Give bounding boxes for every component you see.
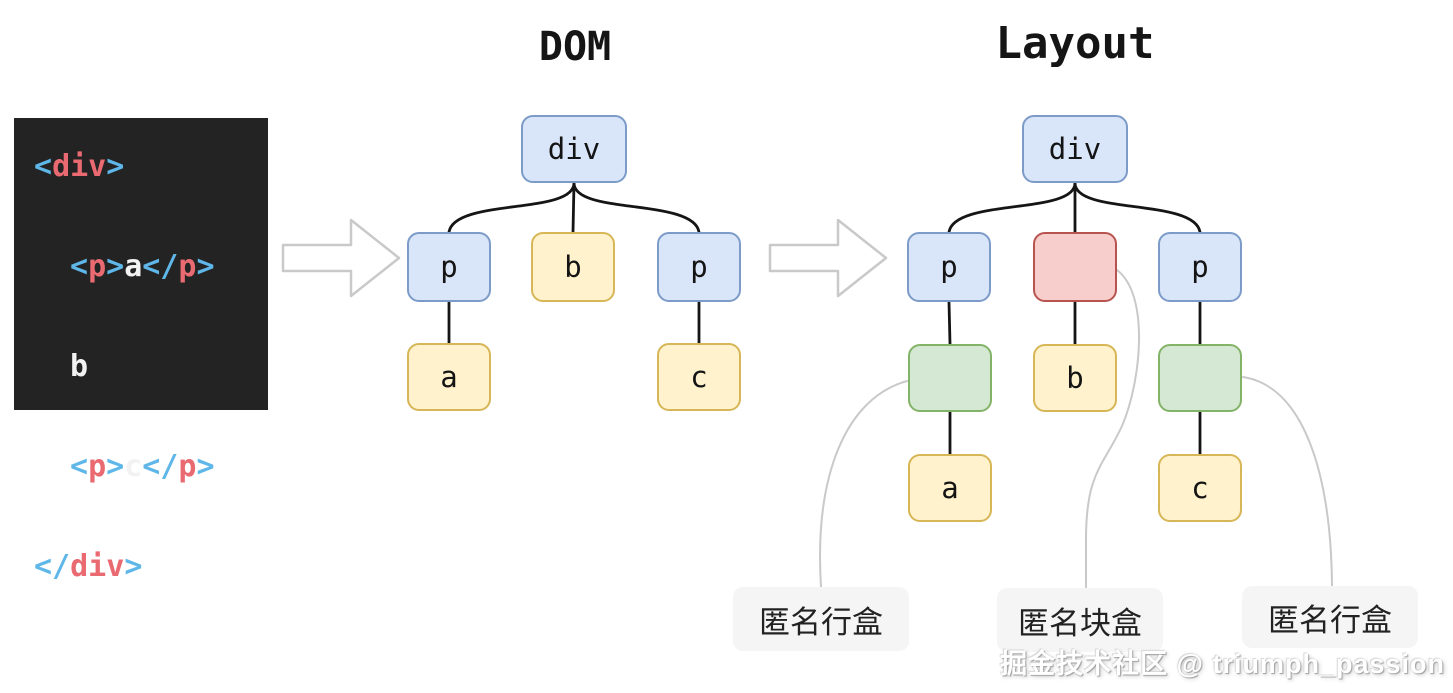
label-text: 匿名行盒 bbox=[1268, 602, 1392, 638]
label-anonymous-inline-box-right: 匿名行盒 bbox=[1242, 586, 1418, 648]
node-label: div bbox=[547, 132, 601, 166]
dom-edge-div-p2 bbox=[572, 181, 701, 234]
node-label: a bbox=[941, 471, 959, 505]
layout-node-p1: p bbox=[907, 232, 991, 302]
node-label: b bbox=[1066, 361, 1084, 395]
layout-edge-div-p1 bbox=[947, 181, 1077, 234]
code-token: p bbox=[178, 249, 197, 284]
label-anonymous-inline-box-left: 匿名行盒 bbox=[733, 587, 909, 651]
code-token: div bbox=[70, 549, 125, 584]
dom-tree-title: DOM bbox=[538, 24, 612, 70]
layout-node-b: b bbox=[1033, 344, 1117, 412]
layout-edge-p1-green1 bbox=[947, 300, 952, 346]
html-code-block: <div> <p>a</p> b <p>c</p> </div> bbox=[14, 118, 268, 584]
layout-node-div: div bbox=[1022, 115, 1128, 183]
layout-node-anonymous-block-box bbox=[1033, 232, 1117, 302]
dom-edge-div-p1 bbox=[447, 181, 576, 234]
layout-node-c: c bbox=[1158, 454, 1242, 522]
code-token: > bbox=[196, 249, 215, 284]
node-label: p bbox=[440, 250, 458, 284]
node-label: p bbox=[690, 250, 708, 284]
code-token: < bbox=[34, 149, 53, 184]
code-token: p bbox=[178, 449, 197, 484]
code-token: </ bbox=[142, 449, 179, 484]
label-text: 匿名块盒 bbox=[1018, 605, 1142, 641]
code-token: </ bbox=[142, 249, 179, 284]
code-token: p bbox=[88, 249, 107, 284]
code-line: <p>a</p> bbox=[34, 242, 268, 342]
code-token: > bbox=[196, 449, 215, 484]
code-token: div bbox=[52, 149, 107, 184]
layout-node-anonymous-inline-box-right bbox=[1158, 344, 1242, 412]
code-token: < bbox=[70, 249, 89, 284]
label-text: 匿名行盒 bbox=[759, 604, 883, 640]
node-label: div bbox=[1048, 132, 1102, 166]
node-label: c bbox=[1191, 471, 1209, 505]
dom-node-c: c bbox=[657, 343, 741, 411]
code-token: > bbox=[106, 149, 125, 184]
layout-tree-title: Layout bbox=[995, 18, 1155, 69]
code-token: < bbox=[70, 449, 89, 484]
dom-node-b: b bbox=[531, 232, 615, 302]
code-line: b bbox=[34, 342, 268, 442]
code-line: <p>c</p> bbox=[34, 442, 268, 542]
dom-node-div: div bbox=[521, 115, 627, 183]
annotation-curve-middle bbox=[1085, 269, 1140, 589]
code-line: </div> bbox=[34, 542, 268, 642]
dom-node-p2: p bbox=[657, 232, 741, 302]
node-label: a bbox=[440, 360, 458, 394]
dom-edge-div-b bbox=[571, 181, 576, 234]
layout-node-p2: p bbox=[1158, 232, 1242, 302]
code-token: > bbox=[106, 449, 125, 484]
node-label: c bbox=[690, 360, 708, 394]
code-token: a bbox=[124, 249, 143, 284]
code-token: > bbox=[124, 549, 143, 584]
layout-edge-div-p2 bbox=[1073, 181, 1202, 234]
dom-node-a: a bbox=[407, 343, 491, 411]
node-label: p bbox=[1191, 250, 1209, 284]
code-token: > bbox=[106, 249, 125, 284]
node-label: p bbox=[940, 250, 958, 284]
code-line: <div> bbox=[34, 142, 268, 242]
code-token: </ bbox=[34, 549, 71, 584]
layout-node-anonymous-inline-box-left bbox=[908, 344, 992, 412]
code-token: p bbox=[88, 449, 107, 484]
code-token: c bbox=[124, 449, 143, 484]
annotation-curve-right bbox=[1242, 376, 1333, 587]
label-anonymous-block-box: 匿名块盒 bbox=[997, 588, 1163, 652]
code-token: b bbox=[70, 349, 89, 384]
watermark: 掘金技术社区 @ triumph_passion bbox=[1000, 649, 1445, 679]
dom-node-p1: p bbox=[407, 232, 491, 302]
arrow-dom-to-layout bbox=[768, 218, 888, 298]
arrow-code-to-dom bbox=[281, 218, 401, 298]
annotation-curve-left bbox=[819, 380, 908, 588]
layout-node-a: a bbox=[908, 454, 992, 522]
node-label: b bbox=[564, 250, 582, 284]
